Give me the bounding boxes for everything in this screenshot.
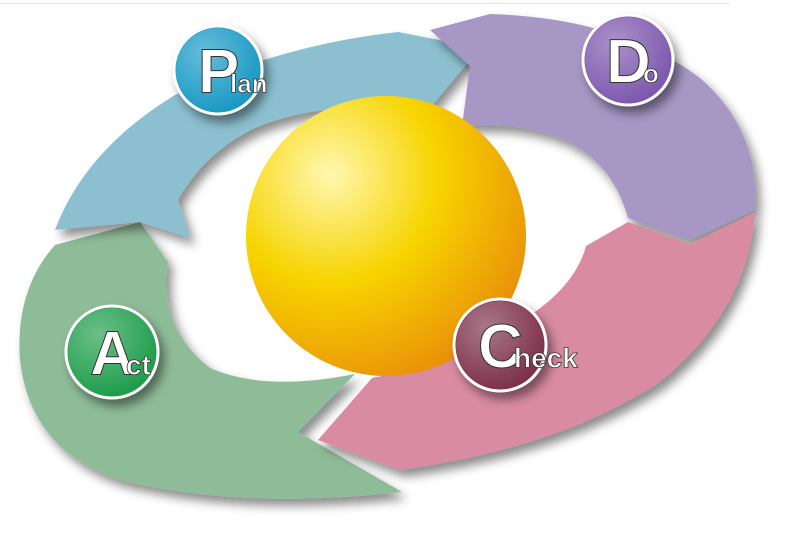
act-badge-shine <box>68 308 156 396</box>
do-badge-shine <box>585 17 671 103</box>
act-initial: A <box>90 319 135 388</box>
plan-initial: P <box>198 37 239 106</box>
plan-badge-shine <box>176 28 260 112</box>
top-divider <box>0 3 730 4</box>
do-rest: o <box>643 58 659 88</box>
do-badge: Do <box>581 13 675 107</box>
do-arrow <box>430 14 756 240</box>
check-rest: heck <box>514 342 578 373</box>
center-sphere <box>246 96 526 376</box>
act-badge: Act <box>64 304 160 400</box>
act-rest: ct <box>126 349 151 380</box>
plan-rest: lan <box>230 68 268 98</box>
act-arrow <box>19 222 402 499</box>
do-initial: D <box>606 27 651 96</box>
check-initial: C <box>478 312 523 381</box>
plan-arrow <box>55 32 480 238</box>
check-badge-shine <box>456 301 544 389</box>
